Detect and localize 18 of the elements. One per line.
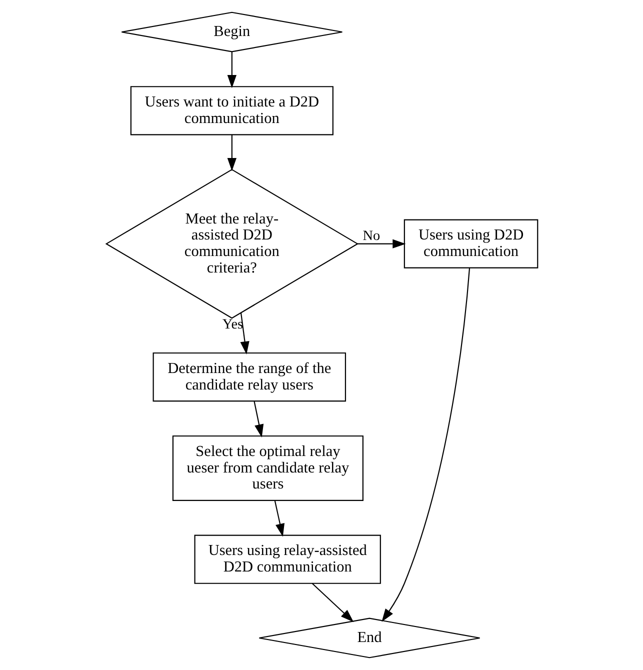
- node-box: Users using relay-assisted D2D communication: [194, 534, 380, 584]
- arrow: [253, 401, 264, 438]
- node-box: Select the optimal relay ueser from candidate relay users: [172, 435, 363, 501]
- arrow: [357, 239, 406, 248]
- arrow: [226, 52, 236, 88]
- node-diamond: Meet the relay-assisted D2D communication criteria?: [104, 168, 358, 319]
- node-box: Users want to initiate a D2D communication: [130, 86, 333, 136]
- arrow: [240, 312, 249, 355]
- node-box: Users using D2D communication: [403, 219, 538, 268]
- arrow: [381, 268, 470, 622]
- node-box: Determine the range of the candidate relay users: [152, 352, 346, 402]
- arrow: [311, 582, 354, 622]
- node-diamond: Begin: [120, 12, 342, 52]
- node-diamond: End: [258, 618, 480, 658]
- edge-label: No: [362, 228, 380, 244]
- edge-label: Yes: [222, 316, 243, 333]
- arrow: [226, 134, 236, 172]
- arrow: [274, 500, 284, 537]
